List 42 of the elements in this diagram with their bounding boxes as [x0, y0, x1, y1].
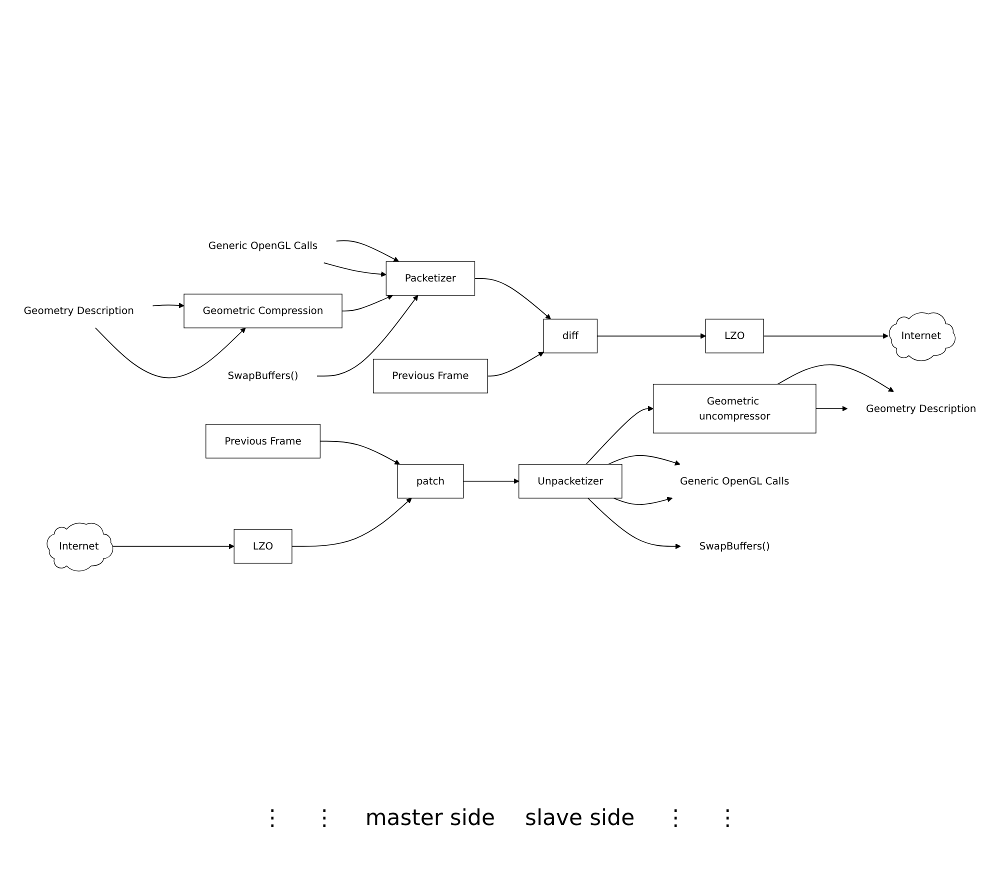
arrow — [111, 544, 234, 550]
node-text: Geometry Description — [24, 304, 134, 317]
arrow — [462, 478, 520, 484]
arrow — [152, 302, 184, 308]
arrow — [95, 327, 246, 378]
node-text: SwapBuffers() — [699, 540, 770, 552]
side-label: ⋮ — [716, 806, 739, 831]
arrow — [587, 498, 681, 550]
node-box: diff — [543, 318, 598, 354]
arrow — [763, 333, 888, 339]
arrow — [474, 278, 551, 320]
node-text: Generic OpenGL Calls — [680, 474, 790, 487]
arrow — [320, 440, 400, 465]
node-box: Geometric uncompressor — [652, 384, 816, 434]
arrow — [487, 352, 544, 376]
arrow — [777, 364, 894, 392]
node-text: Generic OpenGL Calls — [208, 240, 318, 252]
node-box: Previous Frame — [206, 424, 320, 458]
side-label: ⋮ — [664, 806, 687, 831]
arrow — [586, 406, 654, 465]
arrow — [316, 295, 418, 376]
arrow — [342, 294, 393, 312]
side-label: slave side — [524, 806, 635, 831]
side-label: ⋮ — [261, 806, 284, 831]
side-label: master side — [365, 806, 495, 831]
arrow — [816, 406, 848, 412]
node-box: LZO — [705, 318, 764, 354]
node-box: Unpacketizer — [518, 464, 622, 498]
node-text: SwapBuffers() — [228, 370, 298, 382]
arrow — [336, 240, 400, 262]
node-box: Packetizer — [386, 261, 476, 296]
node-box: Geometric Compression — [184, 294, 342, 328]
arrow — [323, 262, 386, 277]
arrow — [596, 333, 706, 339]
node-box: Previous Frame — [373, 358, 488, 394]
node-text: Geometry Description — [866, 402, 976, 414]
node-box: LZO — [234, 529, 292, 564]
arrow — [608, 455, 680, 466]
node-box: patch — [397, 464, 464, 498]
arrow — [613, 496, 672, 505]
arrow — [292, 498, 412, 547]
side-label: ⋮ — [313, 806, 336, 831]
